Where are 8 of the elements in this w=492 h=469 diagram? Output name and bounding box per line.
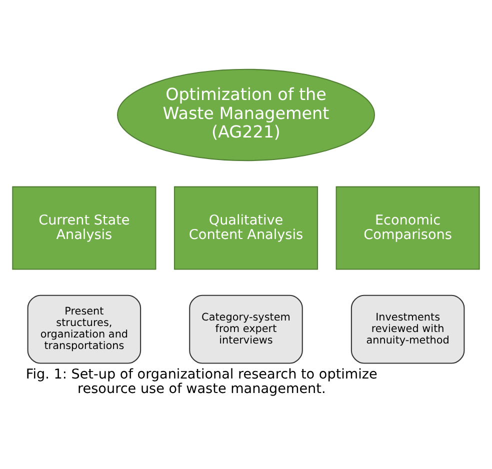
node-ellipse: Optimization of the Waste Management (AG221) bbox=[117, 68, 375, 161]
node-box: Economic Comparisons bbox=[336, 186, 480, 270]
node-box: Qualitative Content Analysis bbox=[174, 186, 318, 270]
node-box: Present structures, organization and transportations bbox=[27, 294, 142, 364]
node-box: Investments reviewed with annuity-method bbox=[350, 294, 465, 364]
caption: Fig. 1: Set-up of organizational research to optimize resource use of waste management. bbox=[26, 366, 378, 396]
node-box: Category-system from expert interviews bbox=[189, 294, 303, 364]
node-box: Current State Analysis bbox=[12, 186, 156, 270]
